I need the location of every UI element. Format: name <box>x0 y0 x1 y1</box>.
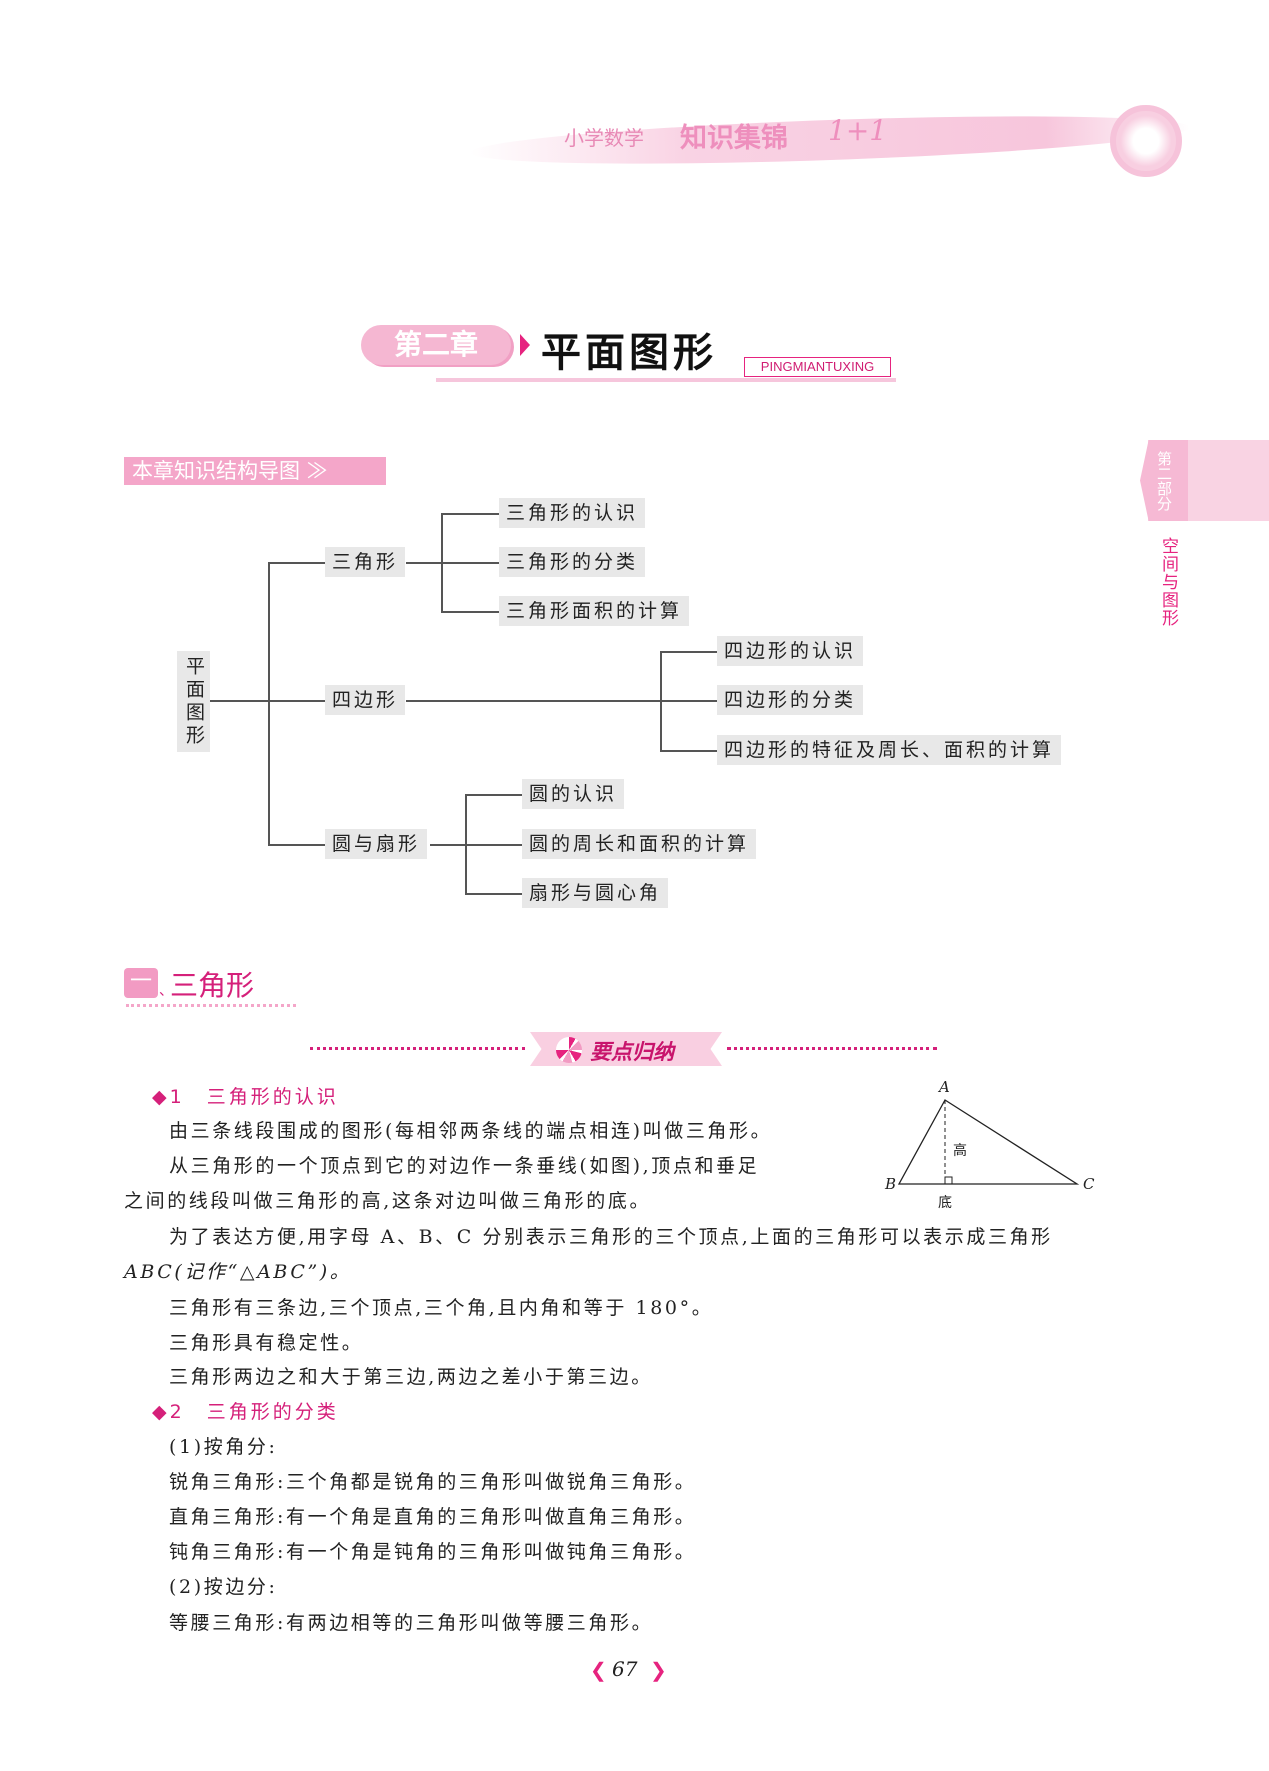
connector-line <box>660 651 662 750</box>
map-root: 平面图形 <box>177 651 210 752</box>
map-branch: 四边形 <box>325 685 406 715</box>
point-heading: ◆2 三角形的分类 <box>152 1401 339 1423</box>
page-prev-icon: ❮ <box>590 1658 607 1682</box>
chapter-pinyin: PINGMIANTUXING <box>744 357 891 377</box>
vertex-a-label: A <box>939 1078 950 1096</box>
triangle-shape <box>897 1099 1080 1185</box>
knowledge-map-label: 本章知识结构导图 ≫ <box>124 457 386 485</box>
connector-line <box>406 562 499 564</box>
map-leaf: 四边形的分类 <box>717 685 864 715</box>
header-brand: 知识集锦 <box>680 123 788 154</box>
body-line: (2)按边分: <box>169 1576 278 1598</box>
side-tab-subject: 空间与图形 <box>1158 537 1178 627</box>
height-label: 高 <box>953 1143 967 1159</box>
section-title: 三角形 <box>170 969 255 1002</box>
map-leaf: 三角形的认识 <box>499 498 646 528</box>
right-angle-mark <box>944 1176 953 1185</box>
body-line: 直角三角形:有一个角是直角的三角形叫做直角三角形。 <box>169 1506 697 1528</box>
base-label: 底 <box>938 1195 952 1211</box>
pinwheel-icon <box>556 1037 582 1063</box>
connector-line <box>268 562 325 564</box>
body-line: ABC(记作“△ABC”)。 <box>124 1261 352 1283</box>
body-line: 三角形具有稳定性。 <box>169 1332 364 1354</box>
connector-line <box>660 750 717 752</box>
connector-line <box>268 700 325 702</box>
map-leaf: 扇形与圆心角 <box>522 878 669 908</box>
side-tab-part: 第二部分 <box>1140 440 1188 521</box>
body-line: 为了表达方便,用字母 A、B、C 分别表示三角形的三个顶点,上面的三角形可以表示… <box>169 1226 1053 1248</box>
page-number: 67 <box>612 1657 638 1681</box>
connector-line <box>430 844 522 846</box>
dotted-divider <box>310 1047 525 1050</box>
map-leaf: 四边形的特征及周长、面积的计算 <box>717 735 1062 765</box>
chevron-right-icon <box>520 334 530 356</box>
triangle-figure <box>897 1099 1080 1185</box>
body-line: 钝角三角形:有一个角是钝角的三角形叫做钝角三角形。 <box>169 1541 697 1563</box>
connector-line <box>465 794 467 893</box>
map-leaf: 四边形的认识 <box>717 636 864 666</box>
connector-line <box>268 562 270 845</box>
map-leaf: 圆的周长和面积的计算 <box>522 829 757 859</box>
connector-line <box>210 700 268 702</box>
header-brand-mark: 1+1 <box>828 114 888 147</box>
map-leaf: 三角形面积的计算 <box>499 596 690 626</box>
chapter-title: 平面图形 <box>541 330 717 376</box>
section-sep: 、 <box>159 983 173 999</box>
connector-line <box>441 611 499 613</box>
map-branch: 三角形 <box>325 547 406 577</box>
flower-decoration-icon <box>1110 105 1182 177</box>
vertex-b-label: B <box>885 1175 897 1193</box>
point-heading: ◆1 三角形的认识 <box>152 1086 339 1108</box>
map-leaf: 圆的认识 <box>522 779 625 809</box>
connector-line <box>465 794 522 796</box>
section-number: 一 <box>124 968 158 998</box>
connector-line <box>441 513 443 611</box>
page-next-icon: ❯ <box>650 1658 667 1682</box>
section-underline <box>126 1004 296 1007</box>
connector-line <box>406 700 717 702</box>
connector-line <box>441 513 499 515</box>
map-leaf: 三角形的分类 <box>499 547 646 577</box>
vertex-c-label: C <box>1083 1175 1095 1193</box>
body-line: 等腰三角形:有两边相等的三角形叫做等腰三角形。 <box>169 1612 654 1634</box>
body-line: 三角形有三条边,三个顶点,三个角,且内角和等于 180°。 <box>169 1297 714 1319</box>
body-line: 从三角形的一个顶点到它的对边作一条垂线(如图),顶点和垂足 <box>169 1155 760 1177</box>
body-line: (1)按角分: <box>169 1436 278 1458</box>
header-series: 小学数学 <box>564 126 644 150</box>
dotted-divider <box>727 1047 937 1050</box>
connector-line <box>465 893 522 895</box>
chapter-label: 第二章 <box>361 325 511 365</box>
body-line: 之间的线段叫做三角形的高,这条对边叫做三角形的底。 <box>124 1190 652 1212</box>
chapter-underline <box>436 378 896 382</box>
key-points-title: 要点归纳 <box>590 1039 674 1064</box>
map-branch: 圆与扇形 <box>325 829 428 859</box>
body-line: 三角形两边之和大于第三边,两边之差小于第三边。 <box>169 1366 653 1388</box>
body-line: 锐角三角形:三个角都是锐角的三角形叫做锐角三角形。 <box>169 1471 697 1493</box>
body-line: 由三条线段围成的图形(每相邻两条线的端点相连)叫做三角形。 <box>169 1120 773 1142</box>
connector-line <box>660 651 717 653</box>
connector-line <box>268 844 325 846</box>
